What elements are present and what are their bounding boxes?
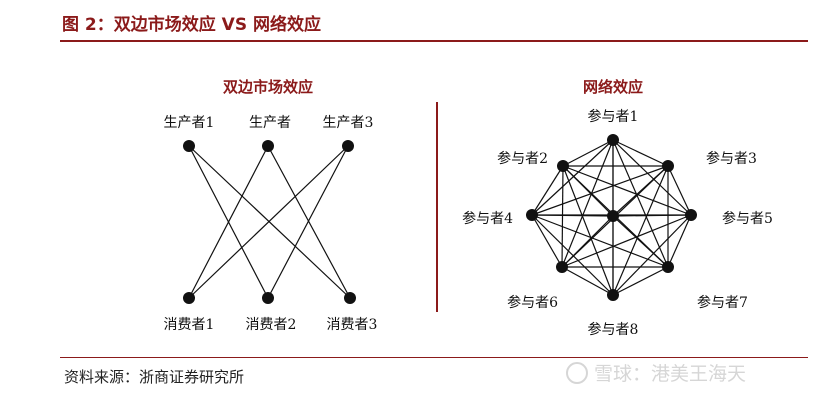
participant-label-7: 参与者7 xyxy=(697,294,748,311)
network-edge-2-4 xyxy=(531,165,564,216)
network-edge-5-6 xyxy=(561,214,692,268)
producer-label-1: 生产者1 xyxy=(164,115,215,131)
producer-node-1 xyxy=(183,140,195,152)
participant-node-7 xyxy=(662,261,674,273)
participant-node-2 xyxy=(557,160,569,172)
consumer-node-3 xyxy=(344,292,356,304)
participant-label-1: 参与者1 xyxy=(588,108,639,125)
network-edge-2-8 xyxy=(562,165,614,296)
participant-node-5 xyxy=(685,209,697,221)
network-edge-3-4 xyxy=(531,165,669,216)
network-edge-1-5 xyxy=(612,139,692,216)
edge-p1-c3 xyxy=(188,145,351,299)
network-edges xyxy=(531,139,692,296)
producer-nodes xyxy=(183,140,354,152)
participant-node-1 xyxy=(607,134,619,146)
participant-label-6: 参与者6 xyxy=(507,294,558,311)
consumer-node-2 xyxy=(262,292,274,304)
network-edge-2-6 xyxy=(561,165,564,268)
consumer-node-1 xyxy=(183,292,195,304)
participant-label-4: 参与者4 xyxy=(462,210,513,227)
network-edge-1-7 xyxy=(612,139,669,268)
bipartite-edges xyxy=(188,145,351,299)
participant-label-8: 参与者8 xyxy=(588,321,639,338)
network-edge-1-2 xyxy=(562,139,614,167)
figure-title: 图 2：双边市场效应 VS 网络效应 xyxy=(62,15,321,35)
producer-label-3: 生产者3 xyxy=(323,115,374,131)
producer-node-2 xyxy=(262,140,274,152)
network-edge-5-7 xyxy=(667,214,692,268)
network-edge-4-8 xyxy=(531,214,614,296)
producer-label-2: 生产者 xyxy=(249,115,291,131)
source-note: 资料来源：浙商证券研究所 xyxy=(64,368,245,386)
network-edge-4-7 xyxy=(531,214,669,268)
network-edge-7-8 xyxy=(612,266,669,296)
edge-p3-c2 xyxy=(267,145,349,299)
consumer-label-3: 消费者3 xyxy=(327,317,378,333)
participant-label-5: 参与者5 xyxy=(722,210,773,227)
network-edge-1-3 xyxy=(612,139,669,167)
network-edge-hub-6 xyxy=(561,215,614,268)
edge-p2-c3 xyxy=(267,145,351,299)
network-edge-5-8 xyxy=(612,214,692,296)
consumer-label-1: 消费者1 xyxy=(164,317,215,333)
network-labels: 参与者1 参与者2 参与者3 参与者4 参与者5 参与者6 参与者7 参与者8 xyxy=(462,108,773,338)
participant-node-3 xyxy=(662,160,674,172)
title-underline xyxy=(60,40,808,42)
network-edge-4-6 xyxy=(531,214,563,268)
watermark: 雪球：港美王海天 xyxy=(566,359,746,386)
right-diagram-title: 网络效应 xyxy=(583,78,643,96)
participant-label-3: 参与者3 xyxy=(706,150,757,167)
participant-label-2: 参与者2 xyxy=(497,150,548,167)
network-edge-2-5 xyxy=(562,165,692,216)
participant-node-4 xyxy=(526,209,538,221)
network-edge-1-6 xyxy=(561,139,614,268)
network-edge-3-8 xyxy=(612,165,669,296)
center-node xyxy=(607,210,619,222)
footer-rule xyxy=(60,357,808,358)
network-edge-hub-2 xyxy=(562,165,614,217)
watermark-text: 雪球：港美王海天 xyxy=(594,363,747,385)
network-edge-3-5 xyxy=(667,165,692,216)
consumer-label-2: 消费者2 xyxy=(246,317,297,333)
network-edge-6-8 xyxy=(561,266,614,296)
producer-node-3 xyxy=(342,140,354,152)
snowball-logo-icon xyxy=(566,361,588,384)
network-edge-hub-3 xyxy=(612,165,669,217)
network-edge-hub-7 xyxy=(612,215,669,268)
edge-p2-c1 xyxy=(188,145,269,299)
network-nodes xyxy=(526,134,697,301)
network-edge-hub-4 xyxy=(531,214,614,217)
edge-p3-c1 xyxy=(188,145,349,299)
participant-node-8 xyxy=(607,289,619,301)
participant-node-6 xyxy=(556,261,568,273)
network-edge-1-4 xyxy=(531,139,614,216)
network-edge-hub-5 xyxy=(612,214,692,217)
consumer-nodes xyxy=(183,292,356,304)
left-diagram-title: 双边市场效应 xyxy=(223,78,313,96)
